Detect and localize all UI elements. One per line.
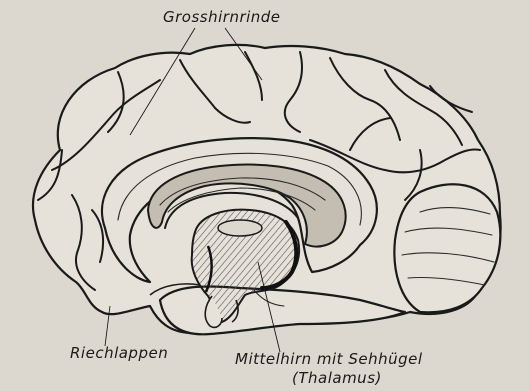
label-midbrain: Mittelhirn mit Sehhügel — [235, 350, 423, 368]
label-thalamus: (Thalamus) — [292, 369, 382, 387]
label-olfactory-lobe: Riechlappen — [70, 344, 168, 362]
label-cortex: Grosshirnrinde — [163, 8, 281, 26]
cerebellum — [394, 184, 500, 312]
